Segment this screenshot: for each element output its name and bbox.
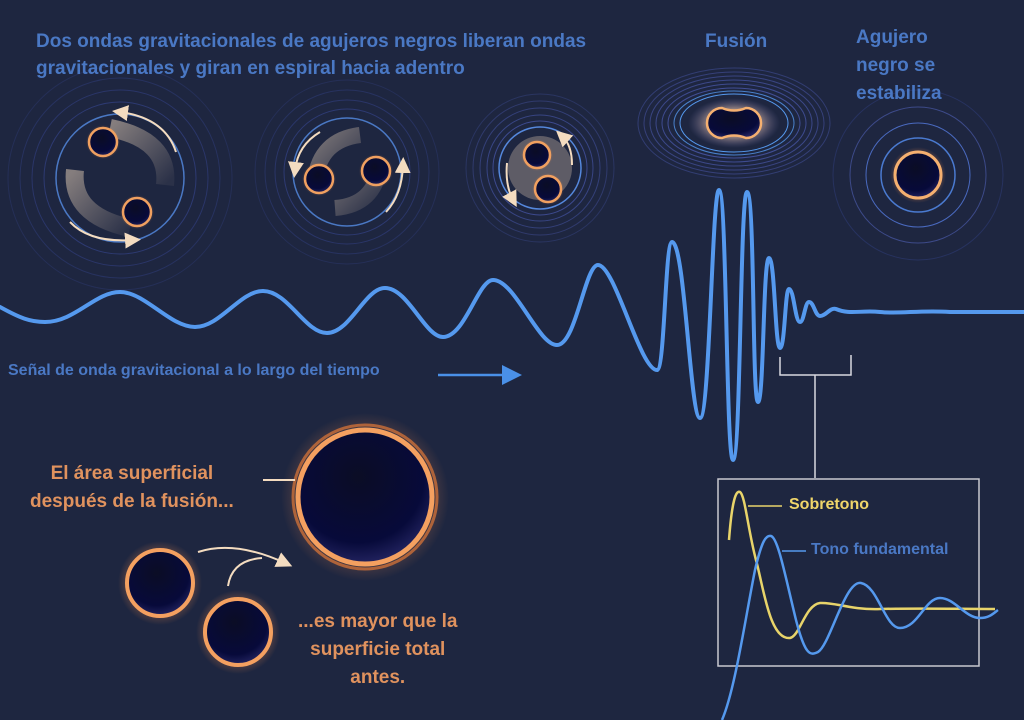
merger-caption: Fusión — [705, 31, 768, 52]
surface-area-before-caption: ...es mayor que la superficie total ante… — [298, 608, 457, 692]
ringdown-inset — [717, 478, 999, 720]
gravitational-wave-signal — [0, 187, 1024, 463]
inspiral-caption: Dos ondas gravitacionales de agujeros ne… — [36, 28, 586, 82]
surface-area-before-line-2: superficie total — [310, 639, 446, 660]
surface-area-comparison — [118, 413, 449, 674]
inspiral-stage-2 — [254, 79, 440, 265]
inspiral-caption-line-1: Dos ondas gravitacionales de agujeros ne… — [36, 31, 587, 52]
merger-stage — [637, 67, 831, 179]
ringdown-caption: Agujero negro se estabiliza — [856, 24, 942, 108]
signal-axis-label: Señal de onda gravitacional a lo largo d… — [8, 362, 380, 379]
surface-area-before-line-3: antes. — [350, 667, 406, 688]
inspiral-caption-line-2: gravitacionales y giran en espiral hacia… — [36, 58, 465, 79]
overtone-label: Sobretono — [789, 496, 869, 513]
ringdown-caption-line-2: negro se — [856, 55, 936, 76]
fundamental-curve — [720, 534, 999, 720]
surface-area-after-caption: El área superficial después de la fusión… — [30, 460, 234, 516]
surface-area-before-line-1: ...es mayor que la — [298, 611, 458, 632]
inspiral-stage-3 — [465, 93, 615, 243]
ringdown-caption-line-3: estabiliza — [856, 83, 942, 104]
overtone-curve — [727, 490, 996, 640]
fundamental-label: Tono fundamental — [811, 541, 949, 558]
surface-area-after-line-2: después de la fusión... — [30, 491, 234, 512]
inspiral-stage-1 — [7, 65, 233, 291]
surface-area-after-line-1: El área superficial — [50, 463, 214, 484]
ringdown-bracket — [779, 355, 852, 478]
ringdown-stage — [832, 89, 1004, 261]
ringdown-caption-line-1: Agujero — [856, 27, 928, 48]
